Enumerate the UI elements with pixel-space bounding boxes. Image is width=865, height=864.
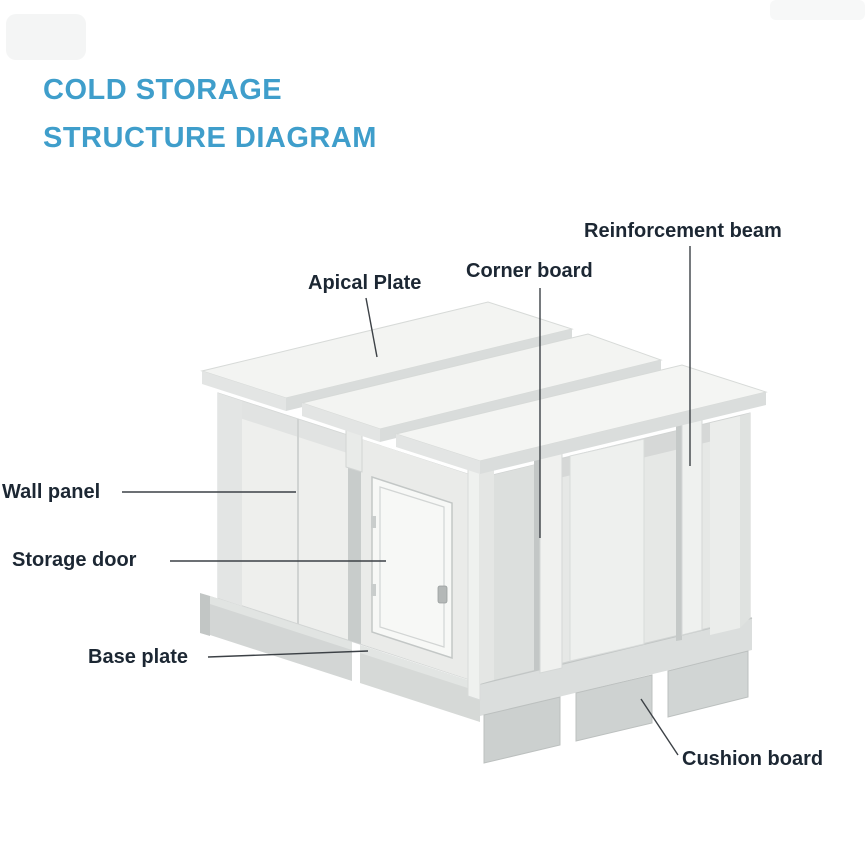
leader-line-apical-plate	[365, 297, 378, 358]
page-title-line2: STRUCTURE DIAGRAM	[43, 122, 377, 154]
label-corner-board: Corner board	[466, 260, 593, 282]
base-plate-right	[480, 618, 752, 716]
front-corner-post-left-face	[467, 451, 481, 701]
watermark-artifact-top-left	[6, 14, 86, 60]
front-corner-post-right-face	[480, 453, 494, 684]
corner-board-shadow-edge	[534, 434, 540, 671]
base-plate-front	[360, 645, 480, 722]
door-hinge-bottom	[371, 584, 376, 596]
reinforcement-beam-shadow-edge	[676, 402, 682, 641]
wall-junction-groove	[348, 435, 361, 644]
leader-line-base-plate	[207, 650, 369, 658]
watermark-artifact-top-right	[770, 0, 865, 20]
label-reinforcement-beam: Reinforcement beam	[584, 220, 782, 242]
label-cushion-board: Cushion board	[682, 748, 824, 770]
right-corner-board-strip	[740, 413, 750, 628]
apical-plate-2-end-edge	[302, 403, 380, 442]
storage-door-leaf	[371, 475, 453, 660]
right-wall-group	[479, 396, 751, 684]
base-group	[200, 593, 753, 764]
door-handle	[437, 585, 448, 604]
cushion-board-block-2	[575, 674, 653, 742]
apical-plate-2-top	[300, 333, 663, 430]
storage-door-inner-panel	[379, 486, 445, 648]
door-hinge-top	[371, 516, 376, 528]
base-plate-left-top-edge	[210, 596, 352, 650]
corner-board-post	[539, 427, 563, 674]
left-wall-group	[217, 392, 481, 684]
base-plate-front-top-edge	[360, 645, 480, 692]
label-base-plate: Base plate	[88, 646, 189, 668]
cushion-board-block-1	[483, 696, 561, 764]
base-plate-end-cap	[200, 593, 210, 636]
right-wall-panel-2	[569, 438, 645, 662]
right-wall-panel-3	[710, 416, 740, 635]
label-wall-panel: Wall panel	[2, 481, 101, 503]
page-title-line1: COLD STORAGE	[43, 74, 283, 106]
recessed-panel-1	[490, 465, 534, 681]
base-plate-right-edge-line	[479, 617, 753, 685]
apical-plate-1-end-edge	[202, 371, 286, 411]
page-title: COLD STORAGE STRUCTURE DIAGRAM	[43, 66, 377, 162]
cushion-board-block-3	[667, 650, 749, 718]
label-apical-plate: Apical Plate	[308, 272, 422, 294]
leader-line-cushion-board	[640, 698, 679, 756]
apical-plate-3-front-edge	[480, 392, 766, 474]
reinforcement-beam	[681, 396, 703, 636]
base-plate-left	[210, 596, 352, 681]
leader-lines-group	[122, 246, 691, 756]
apical-plate-3-end-edge	[396, 434, 480, 474]
left-corner-board-strip	[218, 393, 242, 606]
label-storage-door: Storage door	[12, 549, 137, 571]
roof-group	[200, 301, 768, 474]
